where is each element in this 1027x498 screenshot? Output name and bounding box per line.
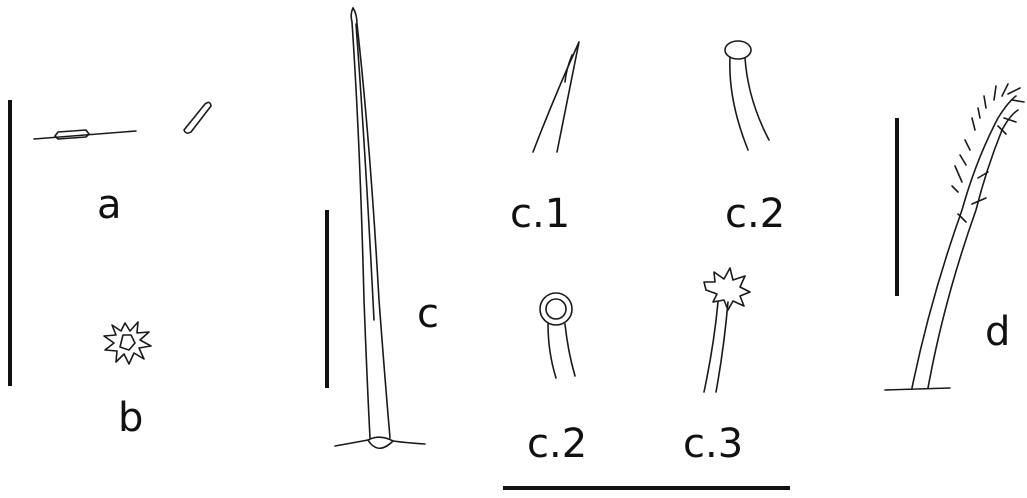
label-c2-top: c.2 (725, 194, 785, 234)
label-c2-bottom: c.2 (527, 424, 587, 464)
trichome-c2-bottom-drawing (540, 293, 575, 378)
label-d: d (985, 312, 1010, 352)
label-a: a (97, 185, 122, 225)
label-c1: c.1 (510, 194, 570, 234)
trichome-c1-drawing (533, 42, 579, 152)
trichome-c2-top-drawing (725, 41, 769, 150)
label-c3: c.3 (683, 424, 743, 464)
label-b: b (118, 398, 143, 438)
druse-b-drawing (104, 322, 151, 364)
crystal-a-drawing (34, 102, 211, 139)
label-c: c (417, 294, 439, 334)
trichome-c3-drawing (704, 268, 750, 392)
trichome-c-drawing (335, 8, 425, 448)
